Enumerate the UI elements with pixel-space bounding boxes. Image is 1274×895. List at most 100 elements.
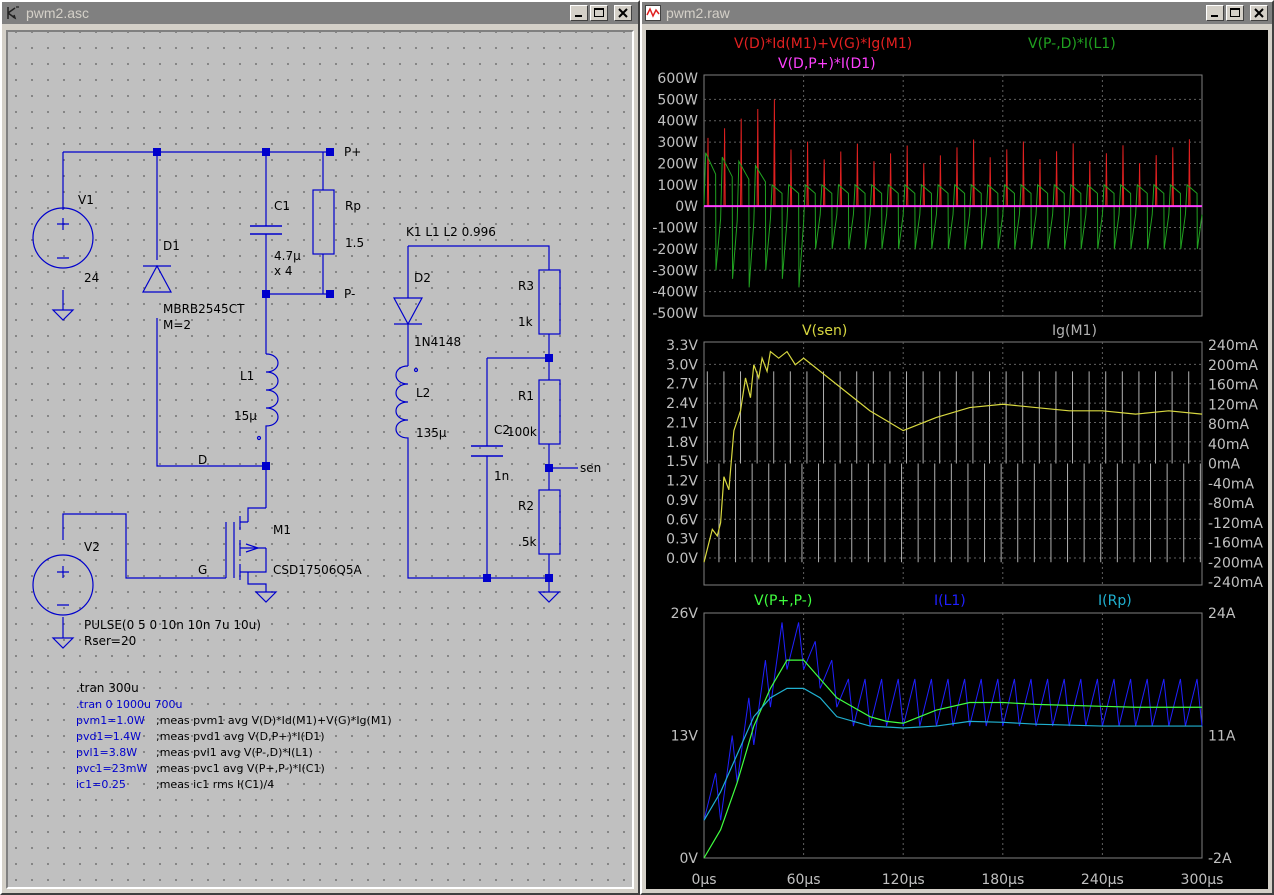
y-tick-label-right: -200mA bbox=[1208, 555, 1263, 571]
pane-power[interactable]: V(D)*Id(M1)+V(G)*Ig(M1) V(P-,D)*I(L1) V(… bbox=[652, 36, 1203, 322]
trace-irp bbox=[703, 687, 1202, 821]
c1-name: C1 bbox=[274, 199, 290, 213]
waveform-titlebar[interactable]: pwm2.raw bbox=[642, 2, 1272, 24]
close-icon bbox=[618, 8, 628, 18]
y-tick-label-right: -160mA bbox=[1208, 536, 1263, 552]
y-tick-label-right: 24A bbox=[1208, 606, 1236, 622]
d1-diode[interactable] bbox=[141, 264, 173, 293]
v2-value: PULSE(0 5 0 10n 10n 7u 10u) bbox=[84, 618, 261, 632]
meas-result-pvc1: pvc1=23mW bbox=[76, 762, 147, 775]
d1-part: MBRB2545CT bbox=[163, 302, 245, 316]
l2-name: L2 bbox=[416, 386, 430, 400]
d1-param: M=2 bbox=[163, 318, 191, 332]
r1-name: R1 bbox=[518, 389, 534, 403]
schematic-canvas[interactable]: V1 24 D1 MBRB2545CT M=2 C1 4.7µ x 4 Rp 1… bbox=[6, 30, 634, 889]
y-tick-label-right: -40mA bbox=[1208, 476, 1255, 492]
trace-igm1 bbox=[706, 371, 1201, 563]
tran-directive-2[interactable]: .tran 0 1000u 700u bbox=[76, 698, 182, 711]
plot-frame bbox=[703, 74, 1203, 317]
d2-diode[interactable] bbox=[392, 297, 424, 326]
v1-source[interactable] bbox=[32, 207, 94, 269]
v1-name: V1 bbox=[78, 193, 94, 207]
v2-source[interactable] bbox=[32, 554, 94, 616]
c2-value: 1n bbox=[494, 469, 509, 483]
trace-vout bbox=[703, 659, 1202, 859]
pane-sense[interactable]: V(sen) Ig(M1) 3.3V3.0V2.7V2.4V2.1V1.8V1.… bbox=[666, 323, 1263, 591]
l1-inductor[interactable] bbox=[256, 353, 279, 444]
r2-name: R2 bbox=[518, 499, 534, 513]
trace-label-vdp-id1[interactable]: V(D,P+)*I(D1) bbox=[778, 56, 876, 72]
x-tick-label: 240µs bbox=[1081, 872, 1124, 888]
y-tick-label-left: 1.8V bbox=[666, 435, 698, 451]
trace-label-vpd-il1[interactable]: V(P-,D)*I(L1) bbox=[1028, 36, 1116, 52]
maximize-button[interactable] bbox=[590, 5, 608, 21]
maximize-icon bbox=[594, 8, 604, 17]
d2-part: 1N4148 bbox=[414, 335, 461, 349]
y-tick-label-left: 2.1V bbox=[666, 415, 698, 431]
close-button[interactable] bbox=[614, 5, 632, 21]
trace-label-vsen[interactable]: V(sen) bbox=[802, 323, 847, 339]
schematic-icon bbox=[7, 6, 19, 20]
trace-vpd-il1-power bbox=[703, 152, 1203, 288]
rp-resistor[interactable] bbox=[312, 189, 335, 255]
pane1-grid bbox=[703, 74, 1203, 317]
meas-cmd-pvl1[interactable]: ;meas pvl1 avg V(P-,D)*I(L1) bbox=[156, 746, 313, 759]
m1-part: CSD17506Q5A bbox=[273, 563, 362, 577]
y-tick-label: 300W bbox=[657, 135, 698, 151]
trace-label-igm1[interactable]: Ig(M1) bbox=[1052, 323, 1097, 339]
r1-resistor[interactable] bbox=[538, 379, 561, 445]
trace-il1 bbox=[703, 622, 1203, 821]
c2-capacitor[interactable] bbox=[471, 445, 503, 457]
waveform-canvas[interactable]: V(D)*Id(M1)+V(G)*Ig(M1) V(P-,D)*I(L1) V(… bbox=[646, 30, 1268, 889]
meas-result-ic1: ic1=0.25 bbox=[76, 778, 126, 791]
trace-label-irp[interactable]: I(Rp) bbox=[1098, 593, 1132, 609]
v2-rser: Rser=20 bbox=[84, 634, 136, 648]
trace-label-vout[interactable]: V(P+,P-) bbox=[754, 593, 812, 609]
y-tick-label-right: 120mA bbox=[1208, 397, 1258, 413]
meas-cmd-pvd1[interactable]: ;meas pvd1 avg V(D,P+)*I(D1) bbox=[156, 730, 325, 743]
x-tick-label: 300µs bbox=[1181, 872, 1224, 888]
c2-name: C2 bbox=[494, 423, 510, 437]
waveform-title: pwm2.raw bbox=[666, 5, 730, 21]
y-tick-label-left: 0.3V bbox=[666, 532, 698, 548]
y-tick-label-left: 26V bbox=[671, 606, 699, 622]
meas-cmd-pvc1[interactable]: ;meas pvc1 avg V(P+,P-)*I(C1) bbox=[156, 762, 325, 775]
net-pplus: P+ bbox=[344, 145, 361, 159]
trace-vd-id-power bbox=[706, 99, 1191, 207]
y-tick-label: 600W bbox=[657, 71, 698, 87]
minimize-button[interactable] bbox=[1206, 5, 1224, 21]
v2-name: V2 bbox=[84, 540, 100, 554]
meas-cmd-ic1[interactable]: ;meas ic1 rms I(C1)/4 bbox=[156, 778, 274, 791]
y-tick-label: -400W bbox=[652, 285, 698, 301]
y-tick-label-left: 2.7V bbox=[666, 377, 698, 393]
pane2-grid bbox=[703, 341, 1203, 586]
c1-capacitor[interactable] bbox=[250, 225, 282, 235]
r3-name: R3 bbox=[518, 279, 534, 293]
schematic-titlebar[interactable]: pwm2.asc bbox=[2, 2, 638, 24]
l2-inductor[interactable] bbox=[395, 365, 419, 450]
pane3-traces bbox=[703, 622, 1203, 859]
r3-value: 1k bbox=[518, 315, 533, 329]
y-tick-label-right: -2A bbox=[1208, 851, 1232, 867]
waveform-window: pwm2.raw V(D)*Id(M1)+V(G)*Ig(M1) V(P-,D)… bbox=[640, 0, 1274, 895]
y-tick-label: -100W bbox=[652, 221, 698, 237]
y-tick-label-left: 1.2V bbox=[666, 474, 698, 490]
meas-result-pvl1: pvl1=3.8W bbox=[76, 746, 137, 759]
l1-value: 15µ bbox=[234, 409, 257, 423]
r2-resistor[interactable] bbox=[538, 489, 561, 555]
y-tick-label: 100W bbox=[657, 178, 698, 194]
m1-mosfet[interactable] bbox=[233, 516, 267, 580]
y-tick-label-right: 160mA bbox=[1208, 378, 1258, 394]
r3-resistor[interactable] bbox=[538, 269, 561, 335]
trace-label-il1[interactable]: I(L1) bbox=[934, 593, 966, 609]
close-button[interactable] bbox=[1250, 5, 1268, 21]
minimize-button[interactable] bbox=[570, 5, 588, 21]
trace-label-vd-id[interactable]: V(D)*Id(M1)+V(G)*Ig(M1) bbox=[734, 36, 912, 52]
tran-directive-1[interactable]: .tran 300u bbox=[76, 681, 139, 695]
r1-value: 100k bbox=[507, 425, 537, 439]
maximize-button[interactable] bbox=[1226, 5, 1244, 21]
l1-name: L1 bbox=[240, 369, 254, 383]
y-tick-label-right: 40mA bbox=[1208, 437, 1249, 453]
meas-cmd-pvm1[interactable]: ;meas pvm1 avg V(D)*Id(M1)+V(G)*Ig(M1) bbox=[156, 714, 392, 727]
